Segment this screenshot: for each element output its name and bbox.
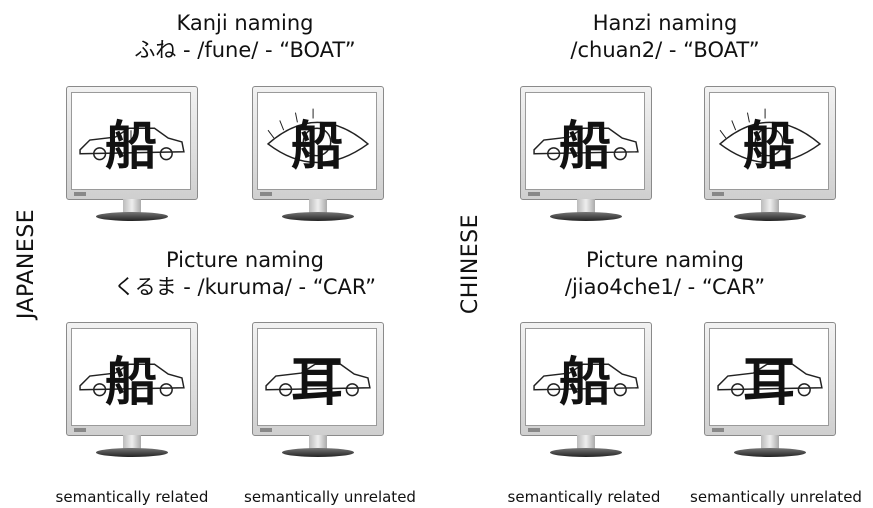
monitor-icon: 耳 — [252, 322, 384, 460]
chinese-top-heading-line2: /chuan2/ - “BOAT” — [570, 38, 760, 62]
chinese-bottom-heading-line2: /jiao4che1/ - “CAR” — [564, 275, 766, 299]
boat-character: 船 — [104, 352, 157, 413]
monitor-icon: 船 — [66, 86, 198, 224]
car-picture-icon — [79, 363, 185, 397]
monitor-icon: 耳 — [704, 322, 836, 460]
ear-character: 耳 — [290, 352, 343, 413]
monitor-icon: 船 — [520, 86, 652, 224]
japanese-top-heading-line2: ふね - /fune/ - “BOAT” — [134, 38, 356, 62]
car-picture-icon — [265, 363, 371, 397]
chinese-side-label: CHINESE — [458, 213, 483, 315]
boat-character: 船 — [742, 116, 795, 177]
caption-related: semantically related — [507, 488, 661, 506]
eye-picture-icon — [718, 108, 822, 164]
chinese-top-heading-line1: Hanzi naming — [592, 11, 738, 35]
boat-character: 船 — [558, 352, 611, 413]
japanese-side-label: JAPANESE — [14, 208, 39, 320]
japanese-top-heading: Kanji naming ふね - /fune/ - “BOAT” — [90, 10, 400, 64]
eye-picture-icon — [266, 108, 370, 164]
chinese-bottom-heading-line1: Picture naming — [585, 248, 744, 272]
ear-character: 耳 — [742, 352, 795, 413]
caption-related: semantically related — [55, 488, 209, 506]
monitor-icon: 船 — [66, 322, 198, 460]
car-picture-icon — [717, 363, 823, 397]
car-picture-icon — [533, 363, 639, 397]
boat-character: 船 — [104, 116, 157, 177]
caption-unrelated: semantically unrelated — [244, 488, 416, 506]
japanese-bottom-heading: Picture naming くるま - /kuruma/ - “CAR” — [70, 247, 420, 301]
japanese-bottom-heading-line2: くるま - /kuruma/ - “CAR” — [114, 275, 376, 299]
monitor-icon: 船 — [252, 86, 384, 224]
japanese-bottom-heading-line1: Picture naming — [165, 248, 324, 272]
car-picture-icon — [533, 127, 639, 161]
monitor-icon: 船 — [704, 86, 836, 224]
boat-character: 船 — [558, 116, 611, 177]
monitor-icon: 船 — [520, 322, 652, 460]
chinese-bottom-heading: Picture naming /jiao4che1/ - “CAR” — [510, 247, 820, 301]
car-picture-icon — [79, 127, 185, 161]
caption-unrelated: semantically unrelated — [690, 488, 862, 506]
chinese-top-heading: Hanzi naming /chuan2/ - “BOAT” — [510, 10, 820, 64]
japanese-top-heading-line1: Kanji naming — [176, 11, 314, 35]
boat-character: 船 — [290, 116, 343, 177]
